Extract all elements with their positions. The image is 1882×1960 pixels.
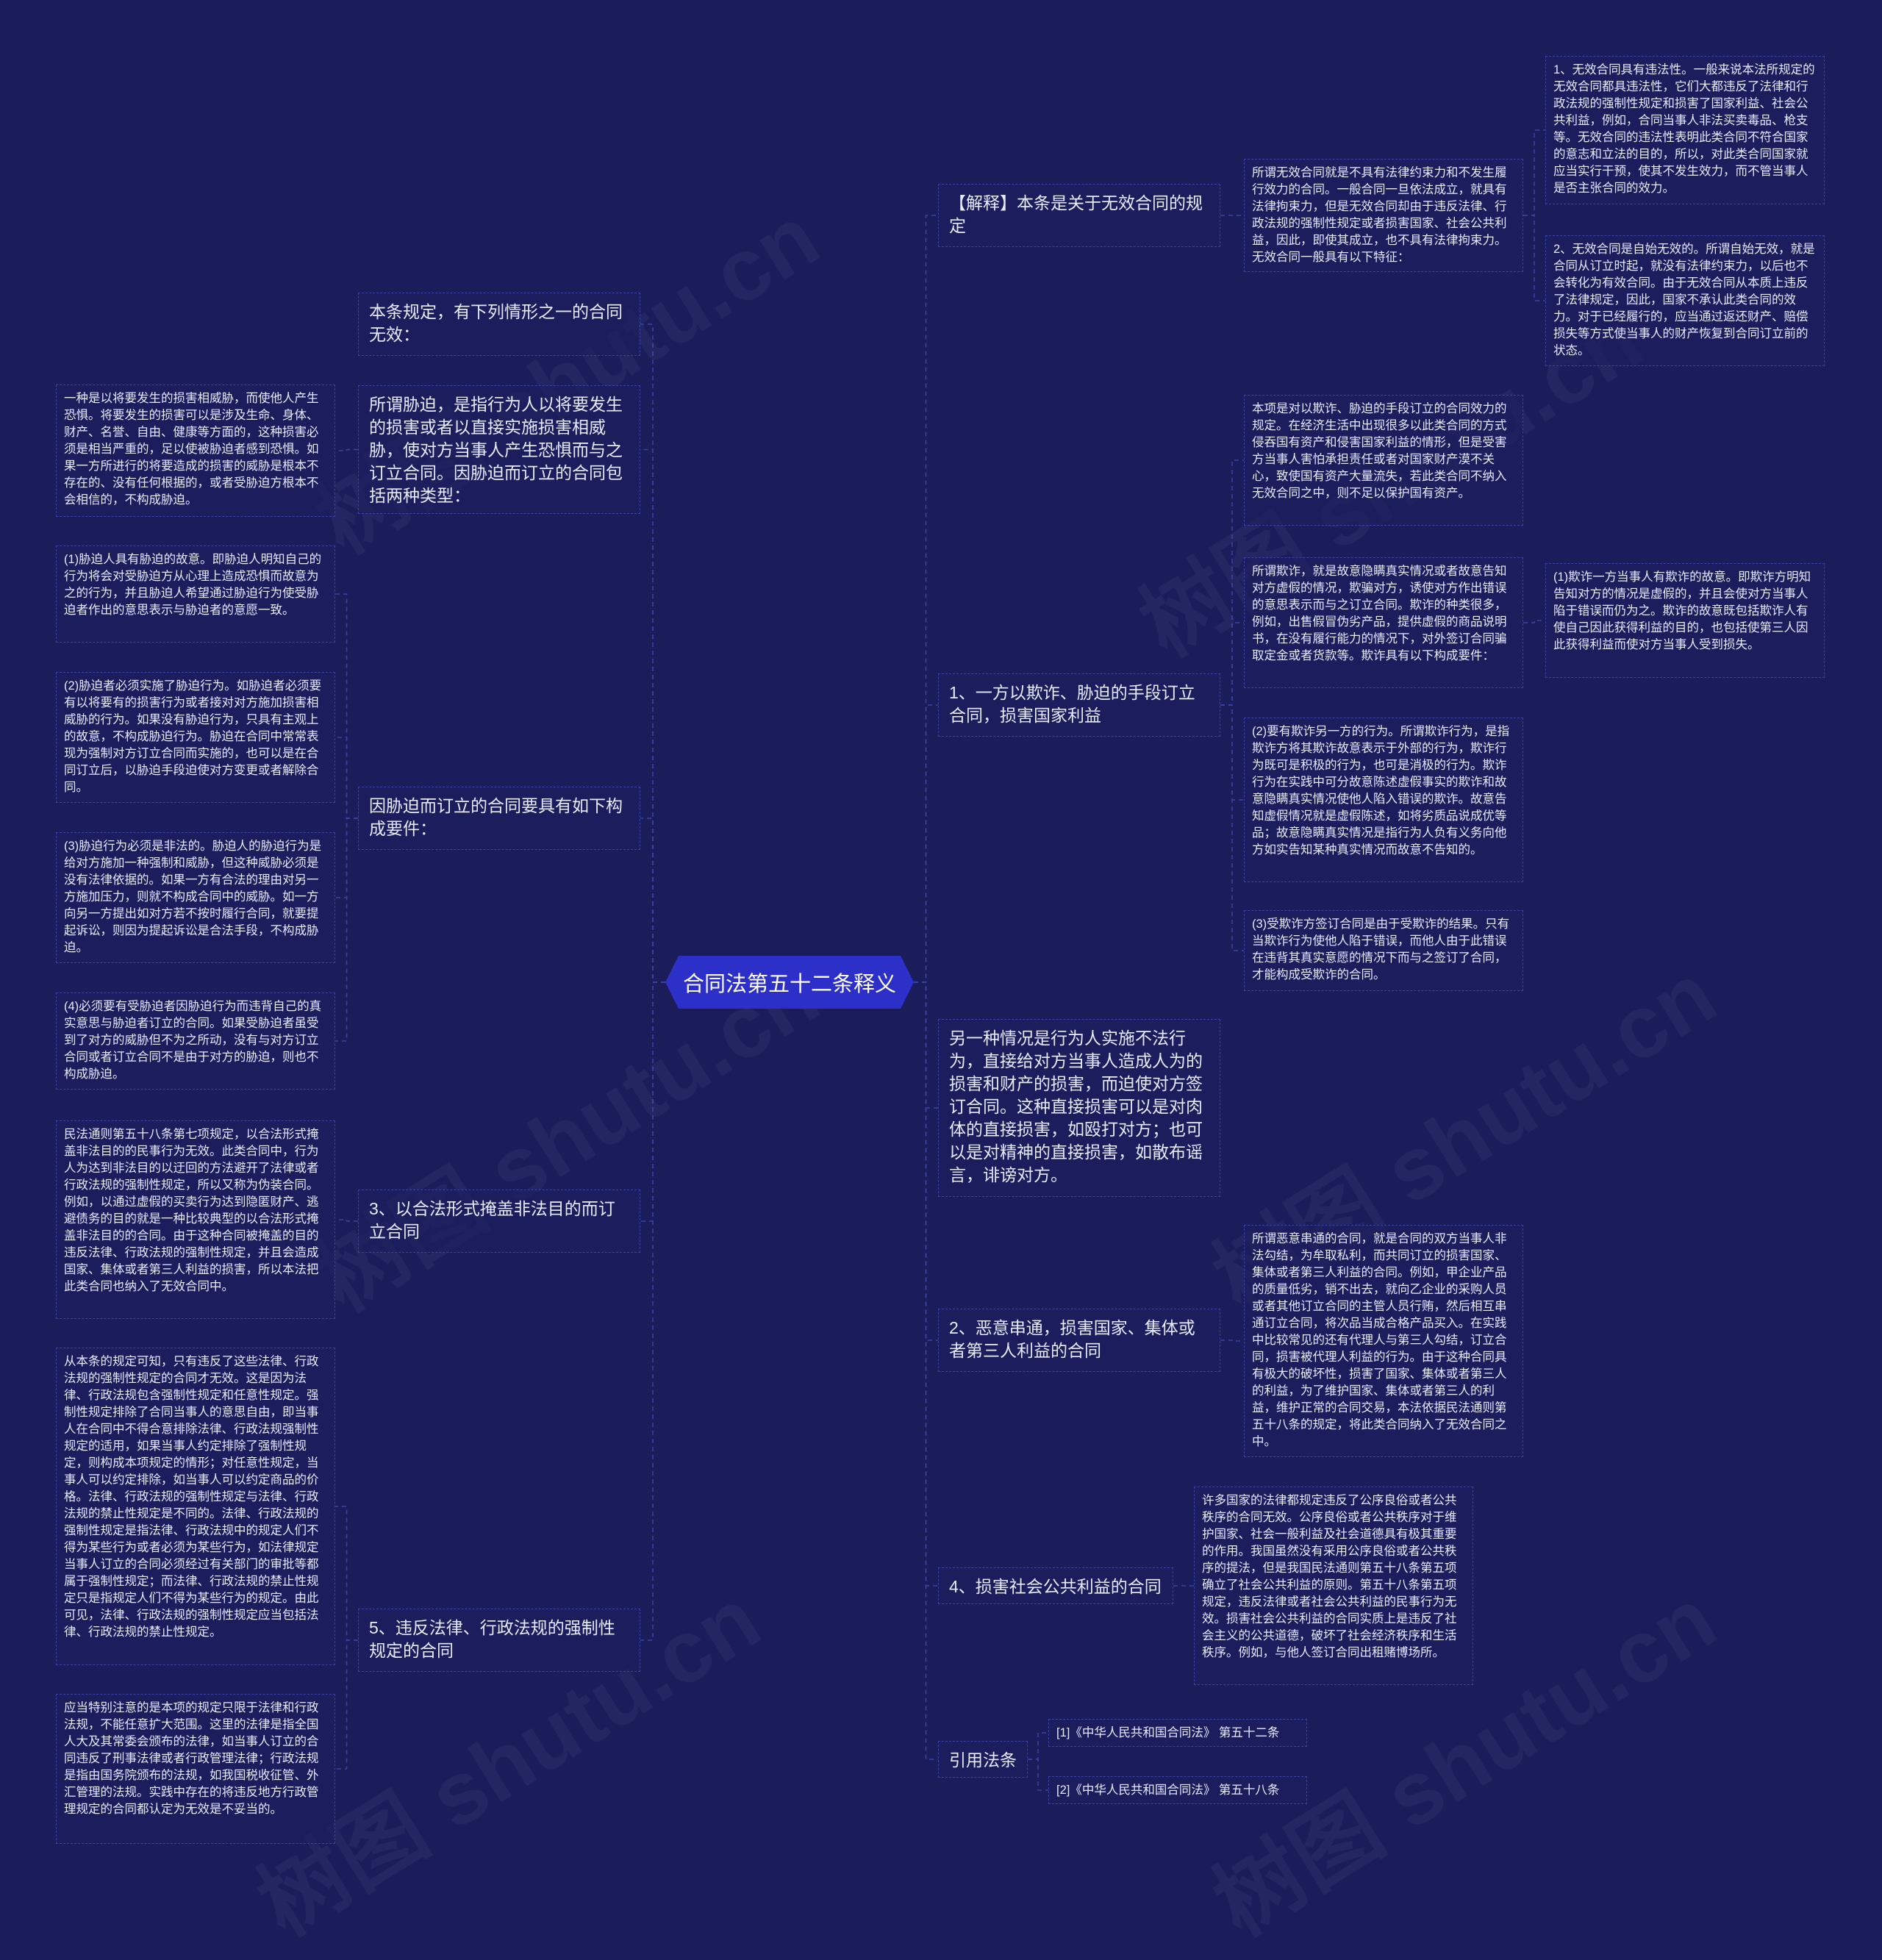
node-collusion-definition: 所谓恶意串通的合同，就是合同的双方当事人非法勾结，为牟取私利，而共同订立的损害国… [1244, 1225, 1523, 1457]
branch-scope[interactable]: 本条规定，有下列情形之一的合同无效： [358, 293, 640, 356]
connector-left [335, 1639, 358, 1770]
leaf-coercion-type: 一种是以将要发生的损害相威胁，而使他人产生恐惧。将要发生的损害可以是涉及生命、身… [56, 385, 335, 517]
connector-root-right [914, 981, 938, 1760]
leaf-element-3: (3)胁迫行为必须是非法的。胁迫人的胁迫行为是给对方施加一种强制和威胁，但这种威… [56, 832, 335, 963]
leaf-disguised-contract: 民法通则第五十八条第七项规定，以合法形式掩盖非法目的的民事行为无效。此类合同中，… [56, 1120, 335, 1319]
connector-right [1028, 1732, 1048, 1760]
leaf-scope-of-laws: 应当特别注意的是本项的规定只限于法律和行政法规，不能任意扩大范围。这里的法律是指… [56, 1694, 335, 1844]
connector-lines [335, 129, 1545, 1791]
connector-root-left [640, 818, 665, 983]
connector-left [335, 1506, 358, 1641]
node-fraud-clause-purpose: 本项是对以欺诈、胁迫的手段订立的合同效力的规定。在经济生活中出现很多以此类合同的… [1244, 395, 1523, 526]
branch-fraud-coercion[interactable]: 1、一方以欺诈、胁迫的手段订立合同，损害国家利益 [938, 673, 1220, 737]
leaf-element-4: (4)必须要有受胁迫者因胁迫行为而违背自己的真实意思与胁迫者订立的合同。如果受胁… [56, 992, 335, 1090]
leaf-element-2: (2)胁迫者必须实施了胁迫行为。如胁迫者必须要有以将要有的损害行为或者接对对方施… [56, 672, 335, 803]
connector-left [335, 448, 358, 451]
connector-left [335, 1219, 358, 1222]
connector-right [1523, 129, 1545, 216]
connector-root-right [914, 704, 938, 983]
connector-root-left [640, 448, 665, 983]
node-fraud-act: (2)要有欺诈另一方的行为。所谓欺诈行为，是指欺诈方将其欺诈故意表示于外部的行为… [1244, 718, 1523, 882]
connector-right [1220, 459, 1244, 706]
leaf-element-1: (1)胁迫人具有胁迫的故意。即胁迫人明知自己的行为将会对受胁迫方从心理上造成恐惧… [56, 546, 335, 643]
connector-right [1220, 622, 1244, 706]
branch-unlawful-act[interactable]: 另一种情况是行为人实施不法行为，直接给对方当事人造成人为的损害和财产的损害，而迫… [938, 1019, 1220, 1197]
branch-disguised-illegal-purpose[interactable]: 3、以合法形式掩盖非法目的而订立合同 [358, 1190, 640, 1253]
connector-right [1523, 620, 1545, 623]
leaf-illegality: 1、无效合同具有违法性。一般来说本法所规定的无效合同都具违法性，它们大都违反了法… [1545, 56, 1825, 204]
branch-public-interest[interactable]: 4、损害社会公共利益的合同 [938, 1567, 1173, 1604]
connector-right [1220, 1340, 1244, 1342]
branch-malicious-collusion[interactable]: 2、恶意串通，损害国家、集体或者第三人利益的合同 [938, 1309, 1220, 1372]
connector-right [1523, 215, 1545, 301]
branch-coercion-definition[interactable]: 所谓胁迫，是指行为人以将要发生的损害或者以直接实施损害相威胁，使对方当事人产生恐… [358, 385, 640, 514]
citation-item[interactable]: [2]《中华人民共和国合同法》 第五十八条 [1048, 1776, 1307, 1804]
branch-interpretation[interactable]: 【解释】本条是关于无效合同的规定 [938, 184, 1220, 247]
leaf-void-from-start: 2、无效合同是自始无效的。所谓自始无效，就是合同从订立时起，就没有法律约束力，以… [1545, 235, 1825, 366]
connector-root-right [914, 981, 938, 1341]
leaf-mandatory-vs-prohibitive: 从本条的规定可知，只有违反了这些法律、行政法规的强制性规定的合同才无效。这是因为… [56, 1348, 335, 1665]
connector-left [335, 737, 358, 819]
node-fraud-result: (3)受欺诈方签订合同是由于受欺诈的结果。只有当欺诈行为使他人陷于错误，而他人由… [1244, 910, 1523, 991]
node-invalid-contract-definition: 所谓无效合同就是不具有法律约束力和不发生履行效力的合同。一般合同一旦依法成立，就… [1244, 159, 1523, 272]
connector-left [335, 593, 358, 819]
branch-cited-articles[interactable]: 引用法条 [938, 1741, 1028, 1778]
connector-root-right [914, 215, 938, 983]
mind-map: 树图 shutu.cn 树图 shutu.cn 树图 shutu.cn 树图 s… [56, 56, 1825, 1844]
node-public-order: 许多国家的法律都规定违反了公序良俗或者公共秩序的合同无效。公序良俗或者公共秩序对… [1194, 1487, 1473, 1685]
branch-coercion-elements[interactable]: 因胁迫而订立的合同要具有如下构成要件： [358, 787, 640, 850]
root-topic[interactable]: 合同法第五十二条释义 [665, 956, 914, 1009]
citation-item[interactable]: [1]《中华人民共和国合同法》 第五十二条 [1048, 1719, 1307, 1747]
connector-right [1220, 704, 1244, 951]
connector-root-left [640, 981, 665, 1641]
leaf-fraud-intent: (1)欺诈一方当事人有欺诈的故意。即欺诈方明知告知对方的情况是虚假的，并且会使对… [1545, 563, 1825, 678]
node-fraud-definition: 所谓欺诈，就是故意隐瞒真实情况或者故意告知对方虚假的情况，欺骗对方，诱使对方作出… [1244, 557, 1523, 688]
connector-right [1028, 1759, 1048, 1791]
branch-mandatory-provisions[interactable]: 5、违反法律、行政法规的强制性规定的合同 [358, 1609, 640, 1672]
connector-left [335, 818, 358, 1042]
connector-root-right [914, 981, 938, 1587]
